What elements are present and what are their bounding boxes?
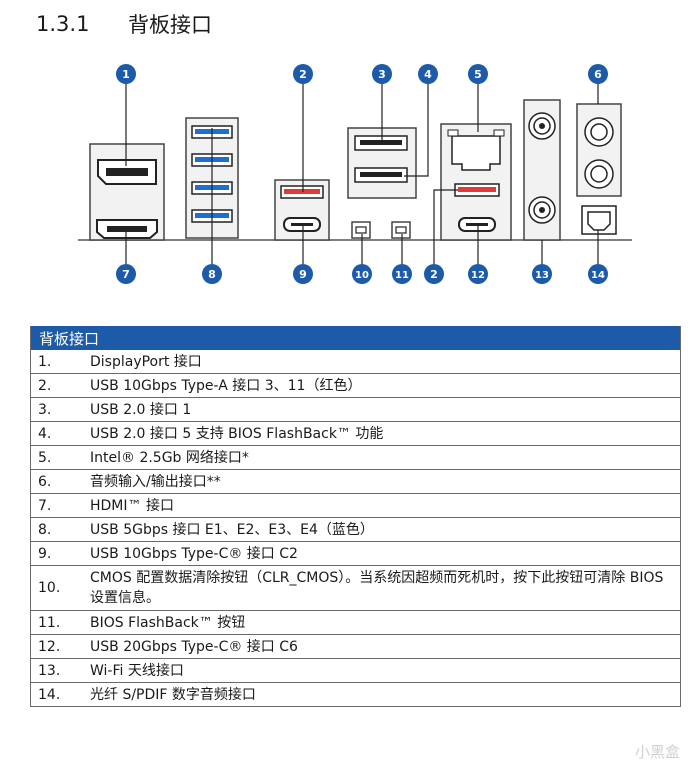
- svg-text:10: 10: [355, 270, 369, 281]
- row-number: 5.: [30, 445, 84, 470]
- callouts-bottom: 7 8 9 10 11 2 12 13 14: [116, 264, 608, 284]
- table-row: 13.Wi-Fi 天线接口: [30, 658, 681, 683]
- row-number: 3.: [30, 397, 84, 422]
- callout-8: [202, 264, 222, 284]
- row-description: USB 10Gbps Type-A 接口 3、11（红色）: [84, 373, 681, 398]
- row-number: 7.: [30, 493, 84, 518]
- table-row: 2.USB 10Gbps Type-A 接口 3、11（红色）: [30, 373, 681, 398]
- row-number: 6.: [30, 469, 84, 494]
- table-row: 14.光纤 S/PDIF 数字音频接口: [30, 682, 681, 707]
- callout-12: [468, 264, 488, 284]
- row-description: HDMI™ 接口: [84, 493, 681, 518]
- svg-text:3: 3: [378, 68, 386, 81]
- table-row: 8.USB 5Gbps 接口 E1、E2、E3、E4（蓝色）: [30, 517, 681, 542]
- table-row: 7.HDMI™ 接口: [30, 493, 681, 518]
- row-description: CMOS 配置数据清除按钮（CLR_CMOS）。当系统因超频而死机时，按下此按钮…: [84, 565, 681, 611]
- svg-text:9: 9: [299, 268, 307, 281]
- row-number: 14.: [30, 682, 84, 707]
- callout-10: [352, 264, 372, 284]
- callout-3: [372, 64, 392, 84]
- row-description: USB 2.0 接口 5 支持 BIOS FlashBack™ 功能: [84, 421, 681, 446]
- callout-1: [116, 64, 136, 84]
- table-row: 5.Intel® 2.5Gb 网络接口*: [30, 445, 681, 470]
- table-row: 1.DisplayPort 接口: [30, 350, 681, 374]
- row-description: 光纤 S/PDIF 数字音频接口: [84, 682, 681, 707]
- svg-text:2: 2: [299, 68, 307, 81]
- callout-2: [293, 64, 313, 84]
- row-description: USB 20Gbps Type-C® 接口 C6: [84, 634, 681, 659]
- table-row: 11.BIOS FlashBack™ 按钮: [30, 610, 681, 635]
- callout-5: [468, 64, 488, 84]
- svg-text:4: 4: [424, 68, 432, 81]
- callout-2b: [424, 264, 444, 284]
- table-header: 背板接口: [30, 326, 681, 350]
- svg-text:8: 8: [208, 268, 216, 281]
- row-description: 音频输入/输出接口**: [84, 469, 681, 494]
- table-row: 9.USB 10Gbps Type-C® 接口 C2: [30, 541, 681, 566]
- callout-11: [392, 264, 412, 284]
- callout-4: [418, 64, 438, 84]
- row-description: Wi-Fi 天线接口: [84, 658, 681, 683]
- row-number: 1.: [30, 350, 84, 374]
- rear-panel-diagram: 1 2 3 4 5 6 7 8 9 10 11 2 12 13 14: [78, 64, 632, 284]
- svg-text:5: 5: [474, 68, 482, 81]
- section-title: 背板接口: [128, 13, 212, 37]
- row-number: 4.: [30, 421, 84, 446]
- row-number: 11.: [30, 610, 84, 635]
- watermark: 小黑盒: [634, 743, 680, 761]
- table-row: 10.CMOS 配置数据清除按钮（CLR_CMOS）。当系统因超频而死机时，按下…: [30, 565, 681, 611]
- callout-9: [293, 264, 313, 284]
- svg-text:11: 11: [395, 270, 409, 281]
- svg-text:12: 12: [471, 270, 485, 281]
- row-number: 13.: [30, 658, 84, 683]
- svg-text:14: 14: [591, 270, 605, 281]
- svg-text:13: 13: [535, 270, 549, 281]
- svg-text:6: 6: [594, 68, 602, 81]
- row-description: USB 5Gbps 接口 E1、E2、E3、E4（蓝色）: [84, 517, 681, 542]
- svg-text:2: 2: [430, 268, 438, 281]
- section-heading: 1.3.1 背板接口: [36, 8, 212, 40]
- row-number: 9.: [30, 541, 84, 566]
- leader-lines: [125, 83, 599, 264]
- section-number: 1.3.1: [36, 12, 90, 36]
- svg-text:1: 1: [122, 68, 130, 81]
- table-row: 6.音频输入/输出接口**: [30, 469, 681, 494]
- callout-14: [588, 264, 608, 284]
- svg-text:7: 7: [122, 268, 130, 281]
- row-description: DisplayPort 接口: [84, 350, 681, 374]
- table-row: 3.USB 2.0 接口 1: [30, 397, 681, 422]
- row-number: 8.: [30, 517, 84, 542]
- callout-7: [116, 264, 136, 284]
- table-row: 12.USB 20Gbps Type-C® 接口 C6: [30, 634, 681, 659]
- row-description: Intel® 2.5Gb 网络接口*: [84, 445, 681, 470]
- row-description: USB 2.0 接口 1: [84, 397, 681, 422]
- row-description: BIOS FlashBack™ 按钮: [84, 610, 681, 635]
- row-number: 2.: [30, 373, 84, 398]
- table-row: 4.USB 2.0 接口 5 支持 BIOS FlashBack™ 功能: [30, 421, 681, 446]
- row-description: USB 10Gbps Type-C® 接口 C2: [84, 541, 681, 566]
- callout-13: [532, 264, 552, 284]
- row-number: 12.: [30, 634, 84, 659]
- callouts-top: 1 2 3 4 5 6: [116, 64, 608, 84]
- lan-port: [451, 135, 501, 171]
- callout-6: [588, 64, 608, 84]
- row-number: 10.: [30, 565, 84, 611]
